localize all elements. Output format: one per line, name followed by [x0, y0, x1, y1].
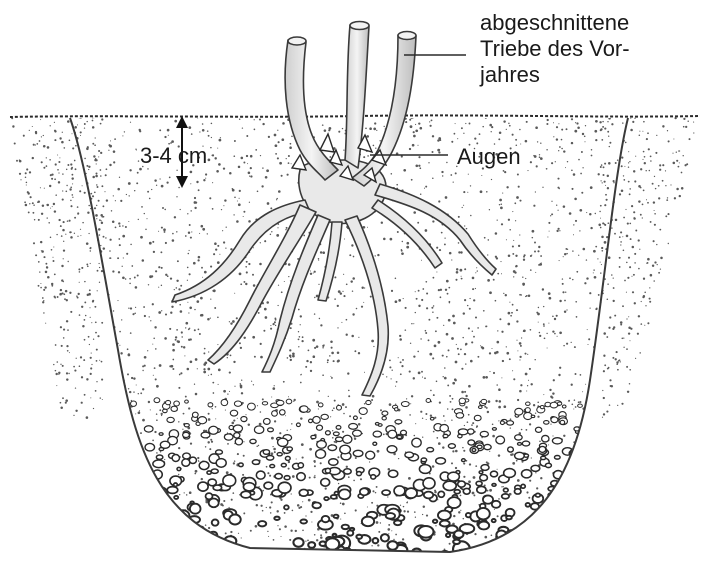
gravel-drainage-layer [98, 398, 604, 560]
label-eyes: Augen [457, 144, 521, 170]
bud [320, 134, 334, 152]
label-cut-shoots-line2: Triebe des Vor- [480, 36, 630, 62]
label-cut-shoots-line3: jahres [480, 62, 630, 88]
label-planting-depth: 3-4 cm [140, 143, 207, 169]
shoot-left [285, 40, 338, 180]
label-cut-shoots-line1: abgeschnittene [480, 10, 630, 36]
label-cut-shoots: abgeschnittene Triebe des Vor- jahres [480, 10, 630, 88]
root-center-right [345, 216, 388, 396]
cut-shoots [285, 22, 416, 187]
